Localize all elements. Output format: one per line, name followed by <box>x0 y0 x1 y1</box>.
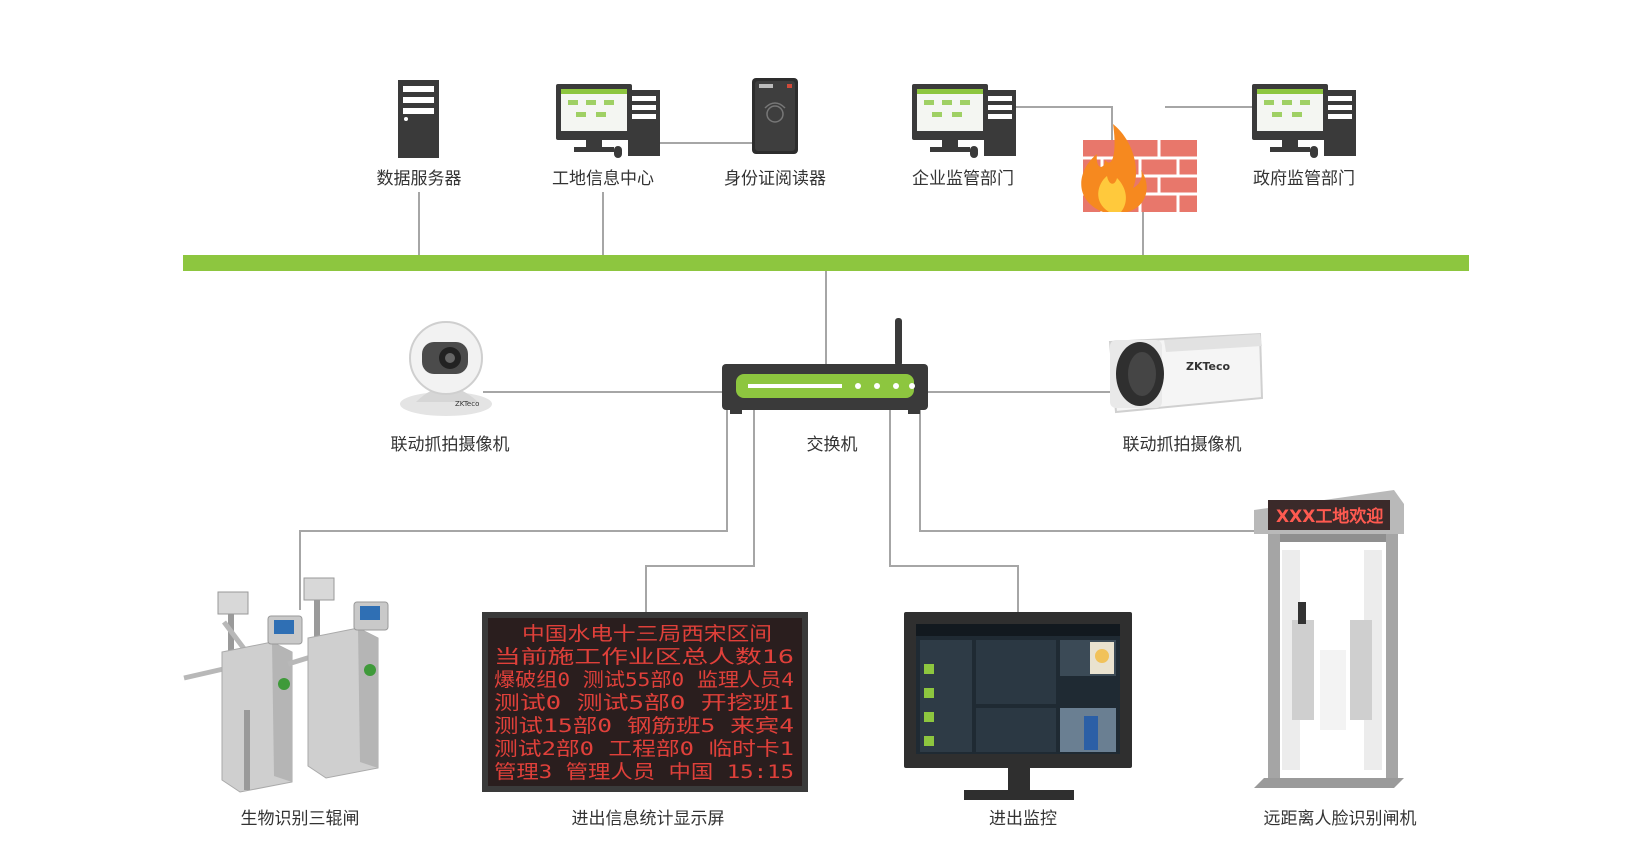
monitor-icon <box>904 612 1132 800</box>
workstation-icon <box>1252 84 1356 158</box>
gate-banner-text: XXX工地欢迎 <box>1276 506 1383 527</box>
connector-enterprise-firewall <box>1015 106 1113 150</box>
firewall-icon <box>1081 124 1197 212</box>
card-reader-icon <box>752 78 798 154</box>
server-icon <box>398 80 439 158</box>
led-line: 测试15部0 钢筋班5 来宾4 <box>494 715 794 737</box>
workstation-icon <box>912 84 1016 158</box>
turnstile-icon <box>183 577 389 793</box>
label-id-card-reader: 身份证阅读器 <box>724 169 826 189</box>
label-switch: 交换机 <box>806 435 858 455</box>
connector-switch-facegate <box>919 408 1262 532</box>
dome-camera-brand: ZKTeco <box>455 400 479 408</box>
led-line: 测试2部0 工程部0 临时卡1 <box>494 738 794 760</box>
flame-icon <box>1081 124 1147 212</box>
face-gate-icon: XXX工地欢迎 <box>1254 490 1404 788</box>
bullet-camera-brand: ZKTeco <box>1186 360 1231 373</box>
bullet-camera-icon: ZKTeco <box>1108 332 1264 414</box>
workstation-icon <box>556 84 660 158</box>
label-data-server: 数据服务器 <box>376 169 462 189</box>
led-line: 管理3 管理人员 中国 15:15 <box>494 761 794 783</box>
connector-switch-led <box>645 408 755 612</box>
connector-lines <box>299 106 1262 612</box>
dome-camera-icon: ZKTeco <box>400 321 492 416</box>
connector-switch-monitor <box>889 408 1019 612</box>
led-line: 当前施工作业区总人数16 <box>494 646 794 668</box>
network-backbone-bar <box>183 255 1469 271</box>
label-led-display: 进出信息统计显示屏 <box>571 809 725 829</box>
switch-icon <box>722 318 928 414</box>
label-site-info-center: 工地信息中心 <box>552 169 654 189</box>
label-face-gate: 远距离人脸识别闸机 <box>1263 809 1417 829</box>
led-line: 爆破组0 测试55部0 监理人员4 <box>494 669 794 691</box>
led-line: 测试0 测试5部0 开挖班1 <box>494 692 794 714</box>
label-enterprise-supervision: 企业监管部门 <box>912 169 1014 189</box>
led-line: 中国水电十三局西宋区间 <box>522 623 772 645</box>
label-tripod-turnstile: 生物识别三辊闸 <box>240 809 360 829</box>
connector-switch-turnstile <box>299 408 728 610</box>
label-bullet-camera: 联动抓拍摄像机 <box>1122 435 1242 455</box>
label-entry-monitor: 进出监控 <box>989 809 1057 829</box>
label-government-supervision: 政府监管部门 <box>1253 169 1355 189</box>
label-dome-camera: 联动抓拍摄像机 <box>390 435 510 455</box>
